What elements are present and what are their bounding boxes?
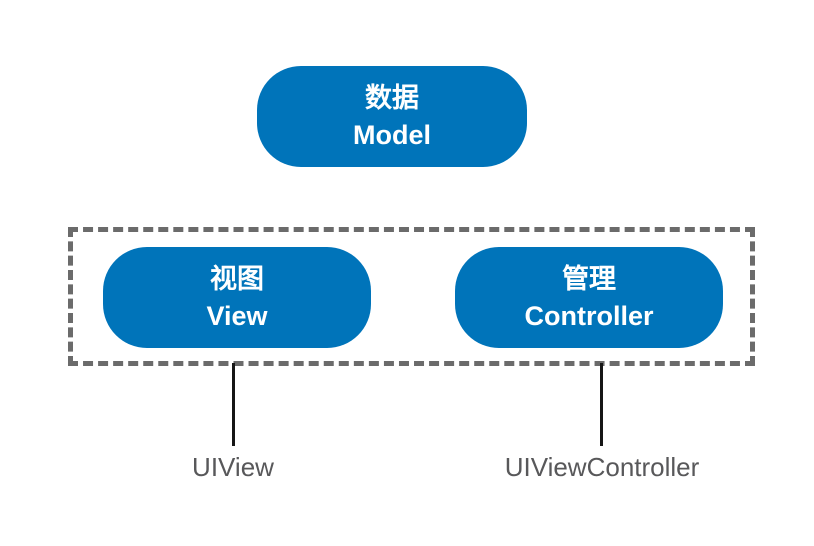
controller-node-label-zh: 管理 [562, 263, 616, 294]
controller-node-label-en: Controller [524, 300, 654, 331]
view-node-label-en: View [206, 300, 268, 331]
view-node-label-zh: 视图 [210, 263, 264, 294]
controller-connector-line [600, 363, 603, 446]
uiviewcontroller-label: UIViewController [504, 452, 700, 482]
model-node: 数据 Model [257, 66, 527, 167]
model-node-label-zh: 数据 [365, 82, 419, 113]
view-controller-group-outline [68, 227, 755, 366]
model-node-label-en: Model [353, 119, 431, 150]
uiview-label: UIView [192, 452, 274, 482]
view-connector-line [232, 363, 235, 446]
view-node: 视图 View [103, 247, 371, 348]
controller-node: 管理 Controller [455, 247, 723, 348]
